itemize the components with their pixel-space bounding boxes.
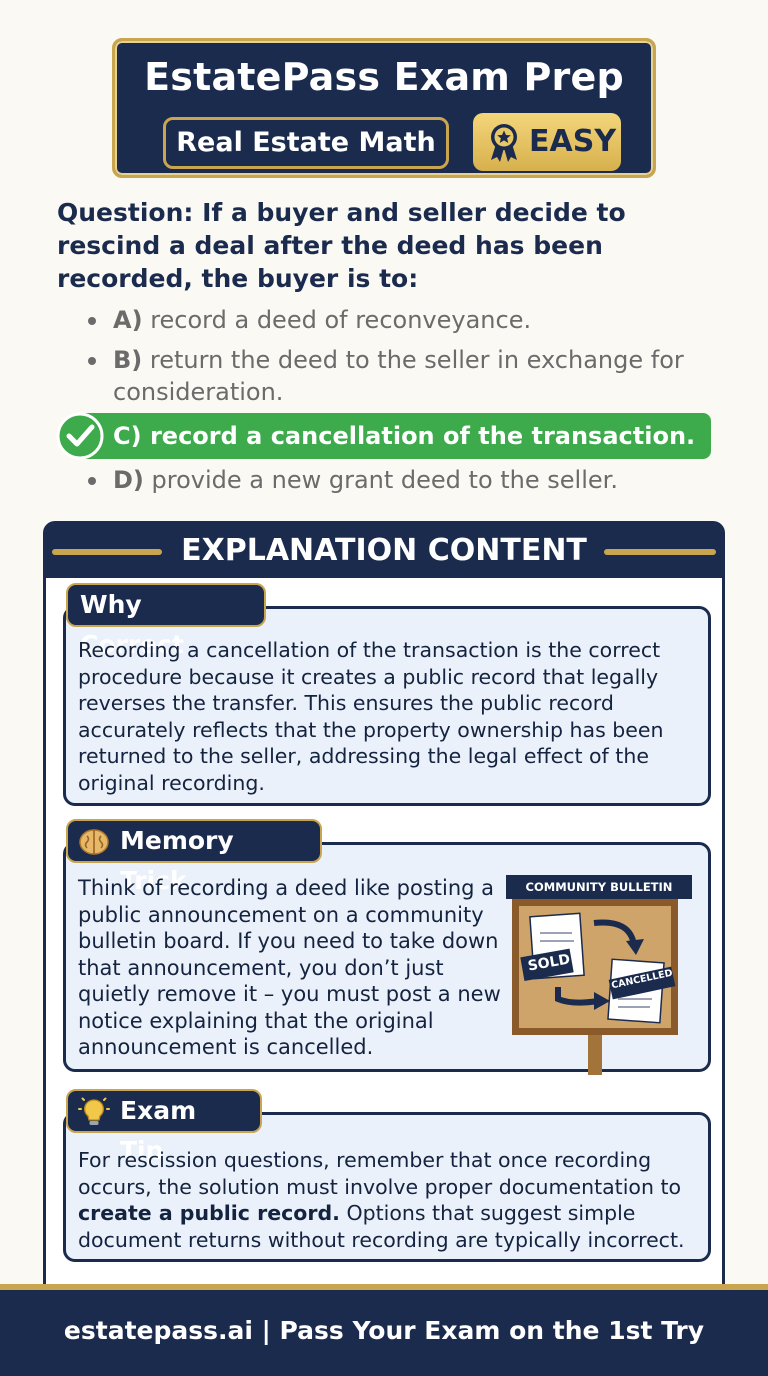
difficulty-badge: EASY xyxy=(473,113,621,171)
explanation-header: EXPLANATION CONTENT xyxy=(46,524,722,578)
why-correct-card: Why Correct Recording a cancellation of … xyxy=(63,583,711,806)
subject-badge: Real Estate Math xyxy=(163,117,449,169)
footer-bar: estatepass.ai | Pass Your Exam on the 1s… xyxy=(0,1284,768,1376)
why-correct-text: Recording a cancellation of the transact… xyxy=(78,638,664,795)
bullet-icon xyxy=(88,357,96,365)
divider xyxy=(604,549,716,555)
answer-option-a[interactable]: A) record a deed of reconveyance. xyxy=(88,304,728,336)
award-ribbon-icon xyxy=(491,124,517,162)
brain-icon xyxy=(79,829,109,855)
app-title: EstatePass Exam Prep xyxy=(144,55,624,99)
bullet-icon xyxy=(88,477,96,485)
header-banner: EstatePass Exam Prep Real Estate Math EA… xyxy=(112,38,656,178)
explanation-panel: EXPLANATION CONTENT Why Correct Recordin… xyxy=(43,521,725,1321)
memory-trick-text: Think of recording a deed like posting a… xyxy=(78,876,501,1059)
bulletin-heading: COMMUNITY BULLETIN xyxy=(506,875,692,899)
exam-tip-emphasis: create a public record. xyxy=(78,1201,340,1225)
exam-tip-text-part: Options that suggest simple document ret… xyxy=(78,1201,685,1252)
option-text: record a cancellation of the transaction… xyxy=(149,422,696,450)
option-text: return the deed to the seller in exchang… xyxy=(113,346,684,406)
checkmark-icon xyxy=(56,412,104,460)
option-text: record a deed of reconveyance. xyxy=(150,306,532,334)
difficulty-label: EASY xyxy=(529,124,617,159)
memory-trick-tab: Memory Trick xyxy=(66,819,322,895)
exam-tip-tab: Exam Tip xyxy=(66,1089,262,1165)
option-letter: A) xyxy=(113,306,143,334)
answer-option-c-correct[interactable]: C) record a cancellation of the transact… xyxy=(56,412,711,460)
question-text: Question: If a buyer and seller decide t… xyxy=(57,198,626,293)
option-text: provide a new grant deed to the seller. xyxy=(151,466,618,494)
answer-option-b[interactable]: B) return the deed to the seller in exch… xyxy=(88,344,728,408)
exam-tip-card: Exam Tip For rescission questions, remem… xyxy=(63,1089,711,1262)
answer-option-d[interactable]: D) provide a new grant deed to the selle… xyxy=(88,464,728,496)
option-letter: B) xyxy=(113,346,143,374)
memory-trick-label: Memory Trick xyxy=(120,826,234,895)
exam-tip-text-part: For rescission questions, remember that … xyxy=(78,1148,682,1199)
option-letter: C) xyxy=(113,422,142,450)
footer-text: estatepass.ai | Pass Your Exam on the 1s… xyxy=(63,1316,705,1345)
lightbulb-icon xyxy=(78,1097,110,1125)
exam-tip-label: Exam Tip xyxy=(120,1096,197,1165)
why-correct-label: Why Correct xyxy=(66,583,266,659)
explanation-title: EXPLANATION CONTENT xyxy=(181,533,587,568)
bulletin-board-illustration: COMMUNITY BULLETIN SOLD CANCELLED xyxy=(502,875,698,1075)
exam-tip-text: For rescission questions, remember that … xyxy=(78,1147,704,1253)
bullet-icon xyxy=(88,317,96,325)
option-letter: D) xyxy=(113,466,144,494)
divider xyxy=(52,549,162,555)
memory-trick-card: Memory Trick Think of recording a deed l… xyxy=(63,819,711,1075)
